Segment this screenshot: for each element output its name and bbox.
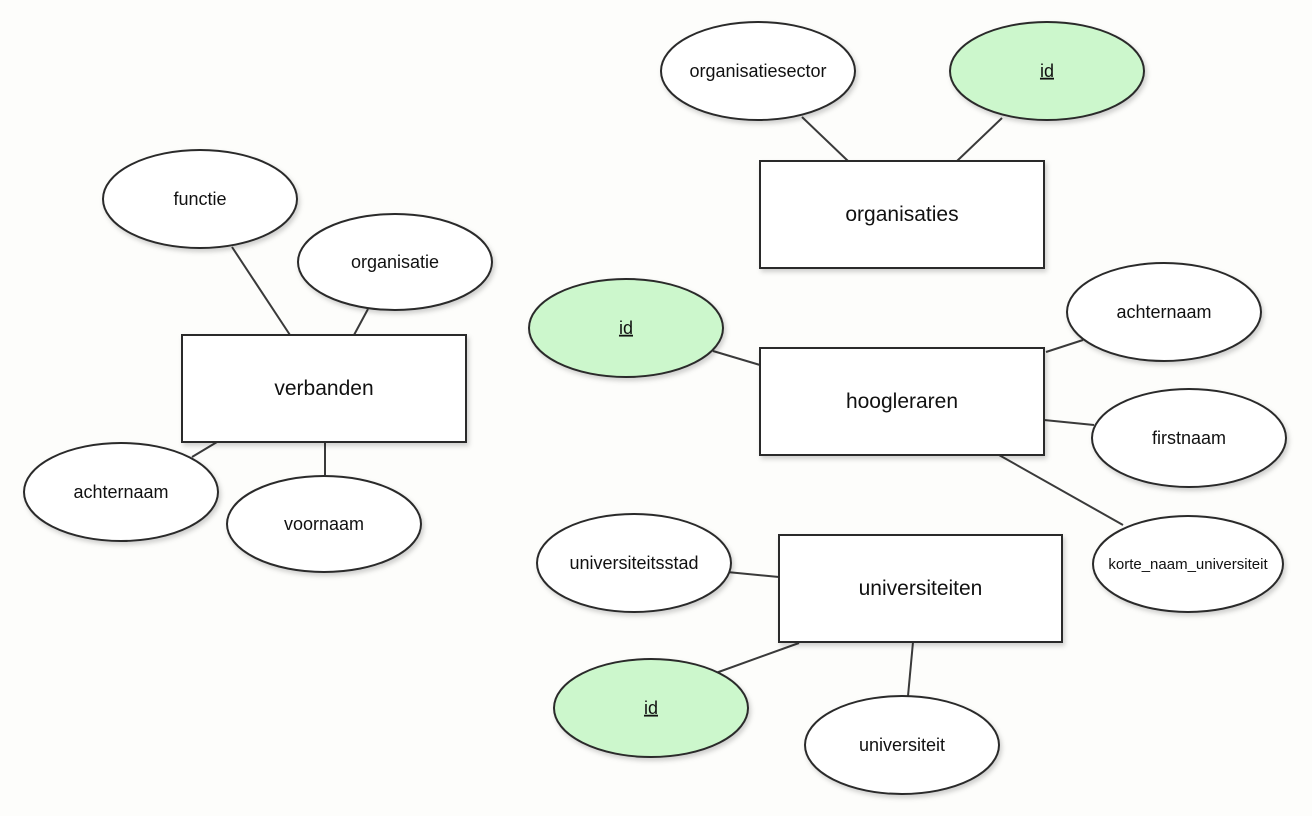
connector-hoogleraren-id (712, 350, 761, 366)
attribute-ellipse[interactable] (1066, 262, 1262, 362)
attribute-label: organisatiesector (689, 61, 826, 81)
attribute-label: id (644, 698, 658, 718)
key-attribute-ellipse[interactable] (949, 21, 1145, 121)
attribute-label: korte_naam_universiteit (1108, 556, 1268, 573)
attribute-ellipse[interactable] (1092, 515, 1284, 613)
attribute-ellipse[interactable] (1091, 388, 1287, 488)
connector-verbanden-achternaam (191, 441, 218, 458)
attribute-universiteiten-universiteit[interactable]: universiteit (804, 695, 1000, 795)
connector-verbanden-organisatie (353, 308, 369, 336)
entity-verbanden[interactable]: verbanden (181, 334, 467, 443)
attribute-universiteiten-universiteitsstad[interactable]: universiteitsstad (536, 513, 732, 613)
attribute-ellipse[interactable] (226, 475, 422, 573)
key-attribute-ellipse[interactable] (528, 278, 724, 378)
attribute-organisaties-organisatiesector[interactable]: organisatiesector (660, 21, 856, 121)
attribute-verbanden-organisatie[interactable]: organisatie (297, 213, 493, 311)
attribute-ellipse[interactable] (297, 213, 493, 311)
attribute-label: firstnaam (1152, 428, 1226, 448)
attribute-label: id (1040, 61, 1054, 81)
connector-hoogleraren-firstnaam (1043, 419, 1095, 426)
attribute-hoogleraren-achternaam[interactable]: achternaam (1066, 262, 1262, 362)
attribute-label: voornaam (284, 514, 364, 534)
attribute-verbanden-achternaam[interactable]: achternaam (23, 442, 219, 542)
key-attribute-ellipse[interactable] (553, 658, 749, 758)
attribute-ellipse[interactable] (102, 149, 298, 249)
entity-label: universiteiten (859, 577, 983, 600)
attribute-label: universiteitsstad (569, 553, 698, 573)
attribute-ellipse[interactable] (660, 21, 856, 121)
attribute-ellipse[interactable] (536, 513, 732, 613)
attribute-label: universiteit (859, 735, 945, 755)
entity-box[interactable] (778, 534, 1063, 643)
attribute-verbanden-functie[interactable]: functie (102, 149, 298, 249)
entity-box[interactable] (759, 160, 1045, 269)
attribute-hoogleraren-firstnaam[interactable]: firstnaam (1091, 388, 1287, 488)
attribute-hoogleraren-korte_naam_universiteit[interactable]: korte_naam_universiteit (1092, 515, 1284, 613)
attribute-ellipse[interactable] (804, 695, 1000, 795)
entity-hoogleraren[interactable]: hoogleraren (759, 347, 1045, 456)
attribute-label: achternaam (73, 482, 168, 502)
key-attribute-universiteiten-id[interactable]: id (553, 658, 749, 758)
attribute-label: id (619, 318, 633, 338)
connector-organisaties-organisatiesector (801, 116, 849, 162)
connector-organisaties-id (956, 117, 1003, 162)
entity-box[interactable] (181, 334, 467, 443)
entity-label: hoogleraren (846, 390, 958, 413)
connector-hoogleraren-achternaam (1045, 339, 1084, 353)
attribute-label: functie (173, 189, 226, 209)
entity-organisaties[interactable]: organisaties (759, 160, 1045, 269)
connector-hoogleraren-korte_naam_universiteit (998, 454, 1124, 526)
connector-universiteiten-universiteitsstad (726, 571, 780, 578)
connector-universiteiten-universiteit (907, 641, 914, 697)
entity-label: verbanden (274, 377, 373, 400)
key-attribute-hoogleraren-id[interactable]: id (528, 278, 724, 378)
connector-universiteiten-id (712, 642, 800, 675)
attribute-ellipse[interactable] (23, 442, 219, 542)
attribute-verbanden-voornaam[interactable]: voornaam (226, 475, 422, 573)
attribute-label: achternaam (1116, 302, 1211, 322)
attribute-label: organisatie (351, 252, 439, 272)
entity-box[interactable] (759, 347, 1045, 456)
entity-label: organisaties (845, 203, 958, 226)
key-attribute-organisaties-id[interactable]: id (949, 21, 1145, 121)
entity-universiteiten[interactable]: universiteiten (778, 534, 1063, 643)
connector-verbanden-functie (231, 246, 291, 336)
